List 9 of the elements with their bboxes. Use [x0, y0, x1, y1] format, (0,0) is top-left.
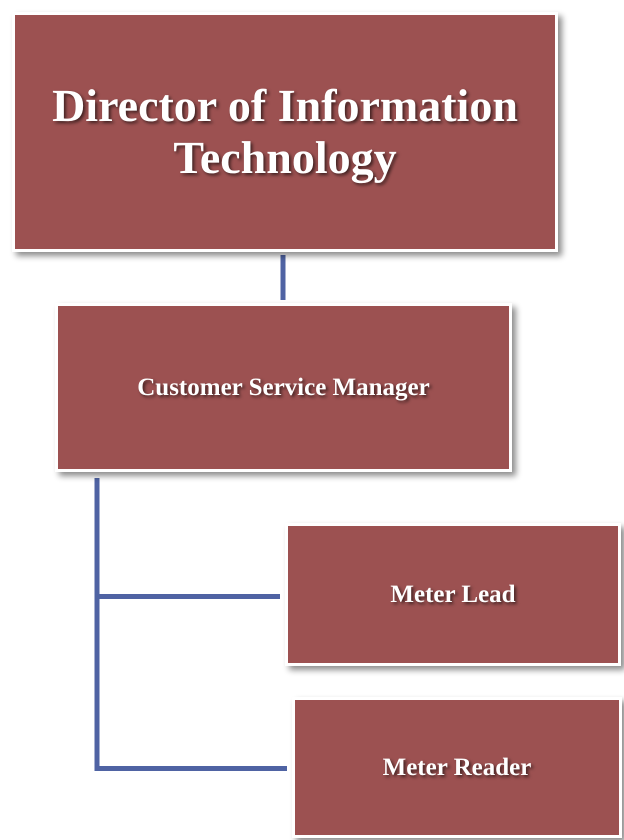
position-box — [55, 303, 512, 472]
position-box — [12, 12, 558, 252]
position-title: Meter Lead — [390, 580, 516, 610]
position-title: Director of Information Technology — [51, 80, 519, 184]
position-title: Customer Service Manager — [137, 372, 430, 402]
position-box — [285, 523, 621, 666]
position-title: Meter Reader — [382, 752, 532, 782]
connector-line — [280, 255, 286, 300]
position-box — [292, 697, 622, 838]
